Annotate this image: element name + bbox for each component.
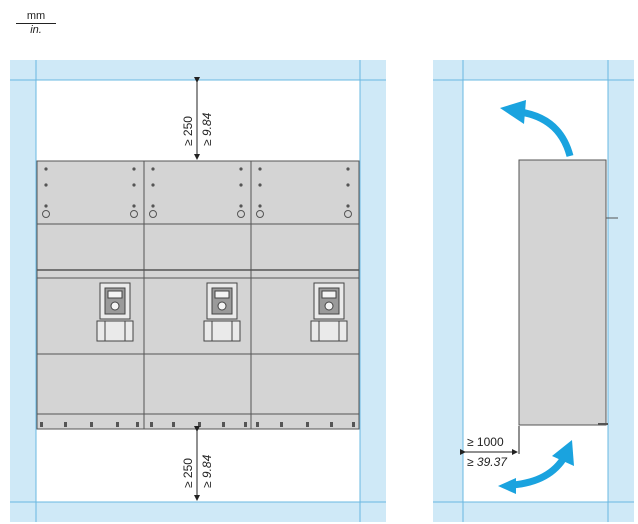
side-enclosure-top-band [433, 60, 634, 80]
side-view: ≥ 1000 ≥ 39.37 [433, 60, 634, 522]
drive-1-keypad-icon [96, 282, 134, 342]
front-clearance-inch: ≥ 39.37 [467, 455, 508, 469]
side-enclosure-left-wall [433, 60, 463, 522]
front-view: ≥ 250 ≥ 9.84 ≥ 250 ≥ 9.84 [10, 60, 386, 522]
airflow-in-arrow-icon [498, 440, 574, 494]
drive-unit-2 [149, 167, 245, 342]
front-clearance-dimension: ≥ 1000 ≥ 39.37 [460, 426, 520, 469]
unit-mm-label: mm [26, 10, 46, 22]
bottom-clearance-inch: ≥ 9.84 [200, 454, 214, 488]
front-enclosure-top-band [10, 60, 386, 80]
bottom-clearance-dimension: ≥ 250 ≥ 9.84 [181, 426, 214, 501]
front-enclosure-left-wall [10, 60, 36, 522]
drive-unit-1 [42, 167, 138, 342]
drives-group [36, 160, 360, 430]
unit-inch-label: in. [16, 23, 56, 37]
drive-unit-3 [256, 167, 352, 342]
drive-3-keypad-icon [310, 282, 348, 342]
top-clearance-dimension: ≥ 250 ≥ 9.84 [181, 77, 214, 160]
drive-2-keypad-icon [203, 282, 241, 342]
top-clearance-inch: ≥ 9.84 [200, 112, 214, 146]
bottom-clearance-mm: ≥ 250 [181, 458, 195, 488]
side-enclosure-right-wall [608, 60, 634, 522]
drive-bottom-tabs [40, 422, 355, 427]
airflow-out-arrow-icon [500, 100, 574, 157]
side-enclosure-bottom-band [433, 502, 634, 522]
drive-side-profile [518, 159, 607, 426]
front-enclosure-bottom-band [10, 502, 386, 522]
top-clearance-mm: ≥ 250 [181, 116, 195, 146]
unit-legend: mm in. [16, 10, 56, 37]
front-enclosure-right-wall [360, 60, 386, 522]
front-clearance-mm: ≥ 1000 [467, 435, 504, 449]
